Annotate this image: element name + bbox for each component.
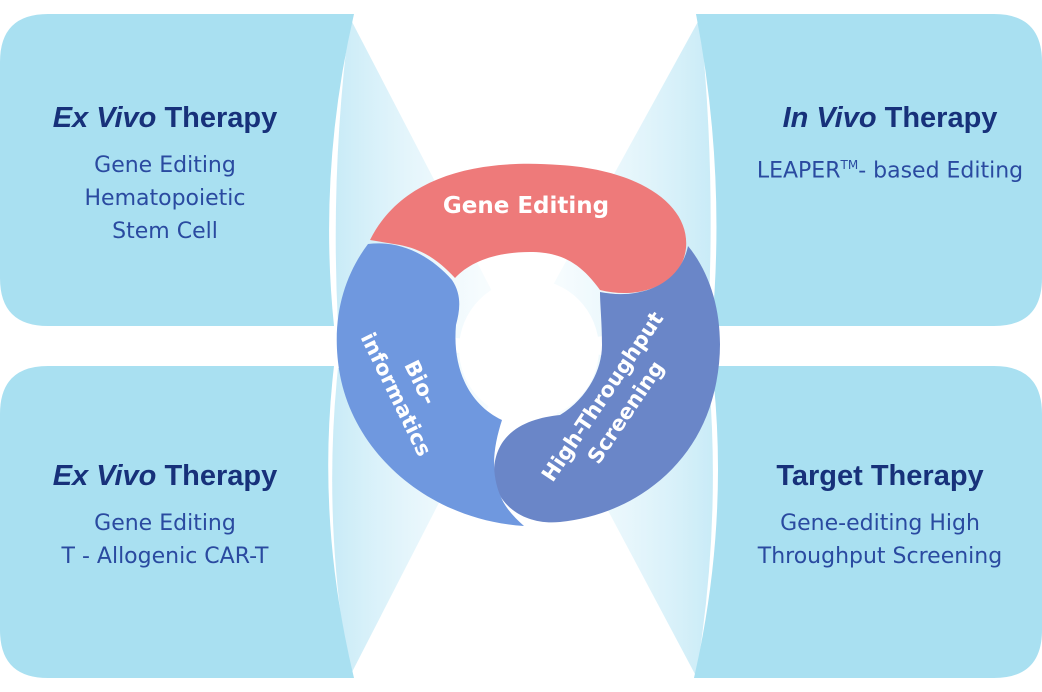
panel-bottom-right: [694, 366, 1042, 678]
panel-bottom-left-line: T - Allogenic CAR-T: [61, 544, 269, 569]
panel-top-right-line: LEAPERTM- based Editing: [756, 158, 1024, 184]
panel-top-right-text: In Vivo Therapy LEAPERTM- based Editing: [735, 100, 1042, 187]
segment-bioinformatics: [336, 243, 524, 526]
panel-bottom-left-text: Ex Vivo Therapy Gene Editing T - Allogen…: [20, 458, 310, 573]
panel-bottom-left: [0, 366, 354, 678]
panel-top-right: [696, 14, 1042, 326]
panel-top-left-line: Gene Editing: [94, 153, 236, 178]
panel-top-left-title: Ex Vivo Therapy: [52, 102, 278, 134]
segment-high-throughput: [493, 246, 720, 523]
panel-top-left-text: Ex Vivo Therapy Gene Editing Hematopoiet…: [20, 100, 310, 248]
panel-bottom-right-text: Target Therapy Gene-editing High Through…: [730, 458, 1030, 573]
panel-bottom-left-title: Ex Vivo Therapy: [52, 460, 278, 492]
panel-top-left-line: Stem Cell: [112, 219, 218, 244]
panel-top-right-title: In Vivo Therapy: [782, 102, 998, 134]
segment-gene-editing: [370, 163, 687, 294]
panel-bottom-right-line: Gene-editing High: [780, 511, 980, 536]
panel-top-left: [0, 14, 354, 326]
segment-gene-editing-label: Gene Editing: [443, 193, 609, 219]
panel-top-left-line: Hematopoietic: [84, 186, 246, 211]
panel-bottom-right-line: Throughput Screening: [757, 544, 1003, 569]
panel-bottom-right-title: Target Therapy: [776, 460, 984, 492]
panel-bottom-left-line: Gene Editing: [94, 511, 236, 536]
ring-inner-circle: [459, 279, 599, 419]
